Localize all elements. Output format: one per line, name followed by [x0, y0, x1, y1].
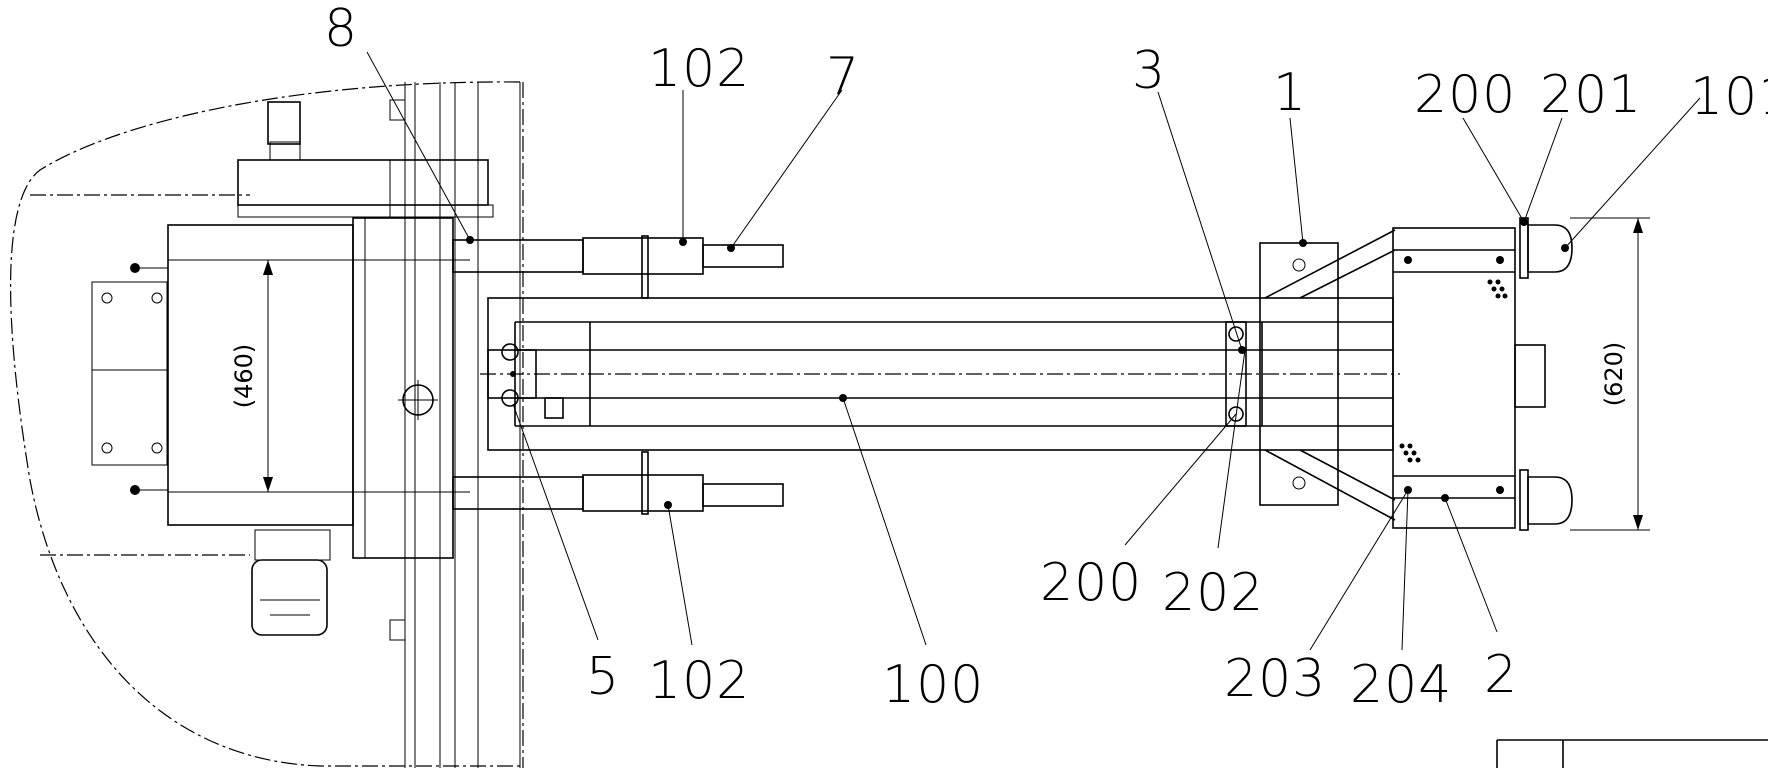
- bottom-motor: [251, 529, 331, 636]
- title-block: [1496, 739, 1768, 768]
- label-204: 204: [1350, 655, 1452, 715]
- label-102-bottom: 102: [648, 651, 750, 711]
- end-frame: [1392, 227, 1546, 529]
- label-102-top: 102: [648, 39, 750, 99]
- label-202: 202: [1162, 563, 1264, 623]
- label-1: 1: [1273, 63, 1307, 123]
- bracket-plate: [1259, 229, 1396, 521]
- lower-cylinder: [452, 451, 784, 515]
- cross-member: [1225, 321, 1263, 427]
- leader-lines: [366, 51, 1701, 651]
- leader-dots: [466, 218, 1569, 509]
- end-motors: [1519, 217, 1573, 531]
- label-8: 8: [324, 0, 358, 59]
- main-housing: [130, 217, 454, 559]
- vertical-rail: [389, 82, 524, 768]
- label-5: 5: [586, 647, 620, 707]
- workspace-contour: [9, 81, 521, 767]
- dimension-460-label: (460): [230, 344, 258, 409]
- dimension-460: (460): [168, 259, 470, 493]
- pivot-carriage: [487, 343, 564, 419]
- mount-plate: [91, 281, 168, 466]
- label-2: 2: [1484, 645, 1518, 705]
- label-100: 100: [882, 655, 984, 715]
- label-200-top: 200: [1414, 65, 1516, 125]
- label-7: 7: [826, 47, 860, 107]
- dimension-620: (620): [1570, 217, 1650, 531]
- label-101: 101: [1690, 67, 1768, 127]
- label-3: 3: [1132, 41, 1166, 101]
- label-201: 201: [1540, 65, 1642, 125]
- dimension-620-label: (620): [1600, 342, 1628, 407]
- label-203: 203: [1224, 649, 1326, 709]
- top-motor: [237, 101, 494, 218]
- label-200-bottom: 200: [1040, 553, 1142, 613]
